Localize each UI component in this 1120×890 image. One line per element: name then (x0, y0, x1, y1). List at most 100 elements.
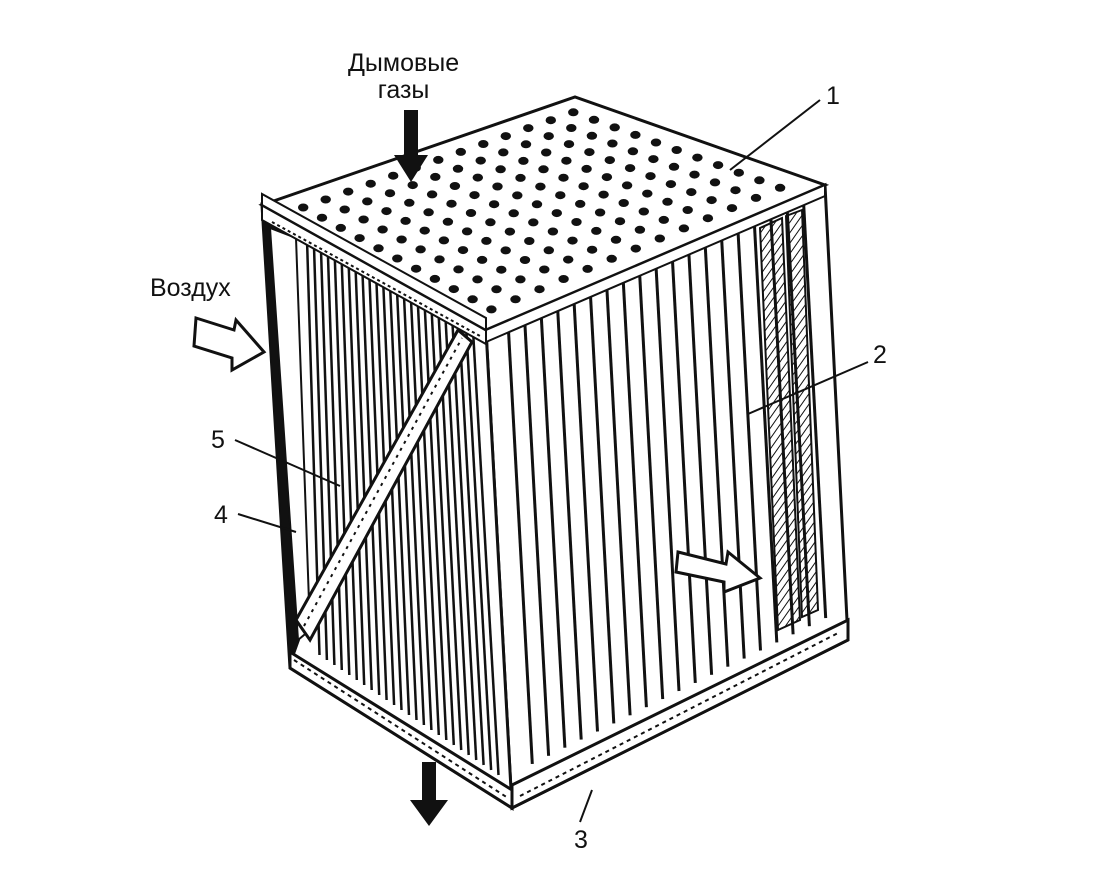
callout-4: 4 (214, 501, 228, 529)
tube-hole (561, 156, 572, 165)
front-face (260, 202, 514, 811)
tube-hole (491, 285, 502, 294)
tube-hole (488, 200, 500, 209)
tube-line (395, 287, 418, 721)
tube-hole (316, 213, 328, 222)
air-label: Воздух (150, 274, 231, 302)
tube-hole (638, 207, 649, 216)
tube-line (506, 328, 534, 764)
tube-hole (658, 215, 669, 224)
tube-line (444, 315, 470, 756)
tube-hole (446, 199, 457, 208)
tube-hole (448, 285, 459, 294)
tube-line (703, 244, 730, 667)
tube-hole (298, 203, 309, 212)
tube-line (347, 259, 366, 686)
tube-hole (415, 245, 426, 254)
tube-hole (689, 170, 700, 179)
tube-hole (449, 182, 461, 190)
tube-hole (563, 255, 574, 264)
tube-hole (381, 207, 392, 216)
tube-hole (365, 179, 376, 188)
tube-hole (581, 164, 592, 173)
tube-hole (539, 265, 550, 274)
tube-line (416, 299, 441, 736)
tube-hole (614, 217, 626, 226)
tube-hole (343, 187, 354, 196)
tube-hole (524, 237, 535, 245)
tube-holes (298, 108, 786, 314)
tube-hole (702, 214, 714, 223)
tube-hole (575, 199, 586, 208)
flue-gases-label: Дымовые газы (348, 50, 459, 104)
flue-gases-line1: Дымовые (348, 49, 460, 77)
tube-hole (410, 264, 422, 273)
tube-hole (472, 275, 483, 284)
tube-hole (523, 124, 534, 133)
tube-hole (478, 140, 489, 148)
tube-hole (586, 245, 598, 254)
tube-line (802, 202, 828, 619)
tube-hole (665, 180, 677, 189)
flue-gas-inlet-arrow (394, 110, 428, 182)
leader-5 (234, 439, 341, 487)
tube-hole (648, 155, 659, 164)
tube-hole (671, 146, 682, 154)
tube-hole (377, 225, 388, 234)
tube-hole (442, 217, 454, 226)
tube-hole (543, 132, 554, 141)
tube-line (361, 267, 381, 696)
tube-hole (396, 235, 407, 244)
tube-line (388, 283, 411, 716)
tube-hole (642, 189, 653, 198)
tube-line (638, 272, 665, 700)
tube-hole (624, 164, 636, 173)
tube-hole (618, 199, 629, 207)
tube-line (354, 263, 373, 691)
tube-hole (498, 148, 509, 157)
tube-hole (541, 148, 552, 157)
tube-hole (601, 173, 613, 182)
tube-line (451, 319, 478, 761)
tube-hole (438, 236, 450, 245)
tube-hole (320, 195, 331, 204)
tube-line (340, 255, 359, 681)
tube-hole (567, 236, 578, 245)
tube-hole (563, 140, 575, 149)
tube-hole (423, 208, 434, 217)
tube-hole (627, 147, 639, 156)
tube-hole (504, 227, 516, 236)
tube-hole (535, 182, 546, 191)
tube-hole (500, 132, 511, 141)
tube-line (409, 295, 433, 731)
tube-hole (568, 108, 579, 117)
tube-hole (750, 193, 762, 202)
tube-line (720, 237, 746, 659)
tube-hole (358, 215, 369, 224)
tube-hole (662, 197, 673, 206)
air-inlet-arrow (192, 315, 267, 373)
tube-hole (515, 275, 526, 284)
tube-hole (453, 265, 464, 274)
tube-hole (500, 246, 511, 255)
tube-line (556, 307, 583, 740)
tube-line (605, 286, 632, 716)
tube-hole (452, 164, 464, 173)
tube-hole (520, 140, 532, 149)
tube-hole (730, 186, 741, 195)
tube-hole (598, 190, 609, 199)
tube-line (670, 258, 697, 683)
tube-line (687, 251, 714, 675)
tube-hole (457, 246, 469, 255)
tube-hole (654, 234, 665, 243)
tube-hole (571, 218, 582, 226)
tube-hole (465, 209, 477, 217)
flue-gases-line2: газы (377, 76, 430, 104)
leader-2 (747, 361, 869, 415)
leader-1 (729, 99, 821, 171)
tube-hole (339, 205, 350, 214)
tube-hole (476, 255, 488, 264)
callout-3: 3 (574, 826, 588, 854)
tube-hole (430, 172, 441, 181)
